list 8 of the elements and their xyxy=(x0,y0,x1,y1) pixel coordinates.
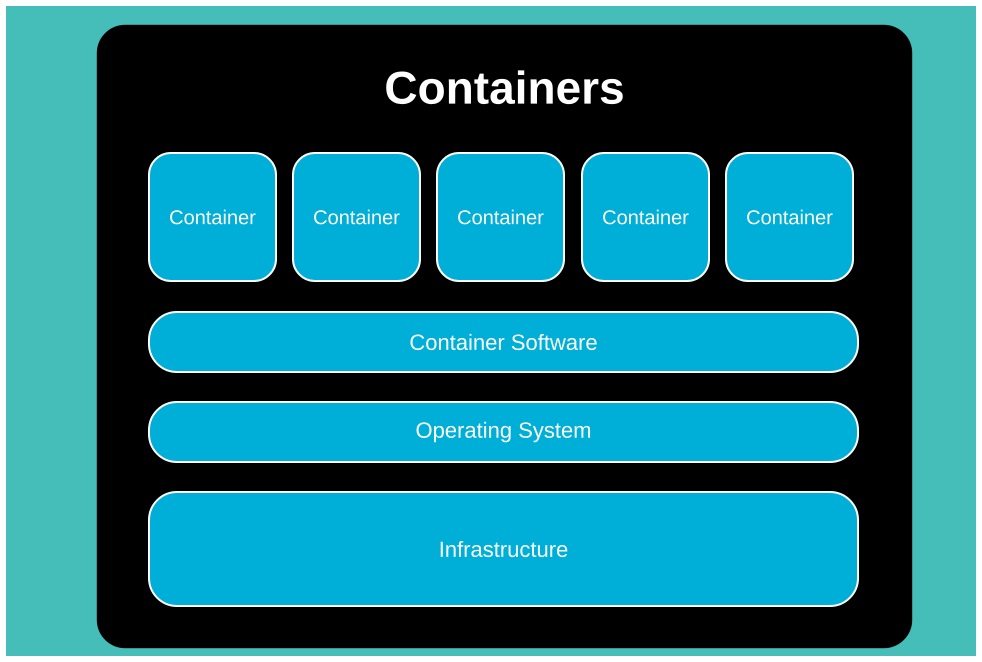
layer-bar: Container Software xyxy=(148,311,859,373)
container-box: Container xyxy=(581,152,710,282)
layer-bar: Infrastructure xyxy=(148,491,859,607)
container-box: Container xyxy=(725,152,854,282)
container-box: Container xyxy=(148,152,277,282)
container-box: Container xyxy=(436,152,565,282)
layer-bar: Operating System xyxy=(148,401,859,463)
container-box: Container xyxy=(292,152,421,282)
